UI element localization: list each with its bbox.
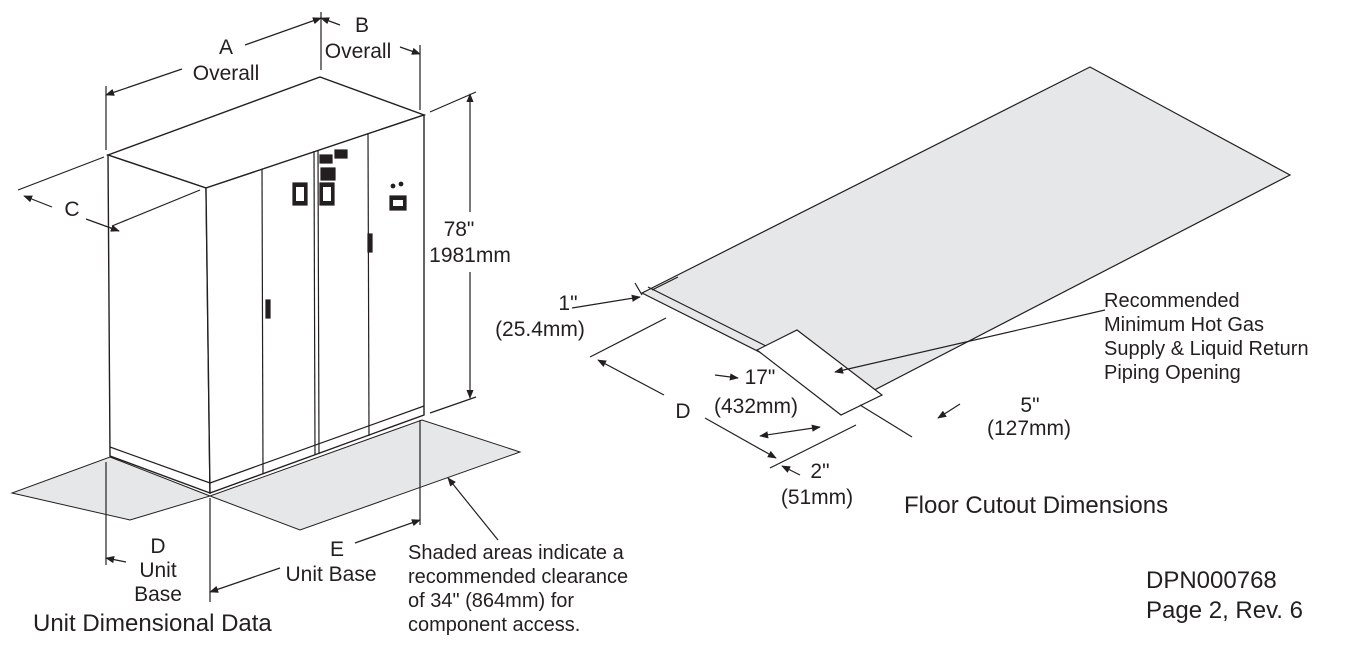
cabinet-details — [109, 132, 425, 484]
piping-note-line-1: Recommended — [1104, 290, 1240, 312]
dim-c-ext-1 — [17, 156, 105, 191]
unit-cabinet — [105, 76, 427, 495]
document-page-rev: Page 2, Rev. 6 — [1146, 597, 1303, 624]
dim-5-leader — [937, 403, 961, 419]
dim-h-ext-bottom — [429, 396, 477, 414]
dim-h-ext-top — [429, 91, 477, 113]
dim-1-ext-2 — [651, 276, 679, 291]
dim-c-ext-2 — [111, 189, 201, 227]
dim-a-line-1 — [105, 68, 183, 96]
dim-1-leader — [571, 294, 641, 309]
base-edge-side — [109, 446, 211, 484]
dim-2-leader — [781, 465, 801, 476]
dim-17-line — [759, 424, 821, 439]
height-inches-label: 78" — [443, 218, 475, 241]
dim-2-inch-label: 2" — [810, 460, 830, 483]
unit-caption: Unit Dimensional Data — [33, 610, 272, 637]
clearance-note: Shaded areas indicate a recommended clea… — [408, 541, 628, 637]
clearance-note-line-3: of 34" (864mm) for — [408, 590, 575, 612]
dim-5-inch-label: 5" — [1020, 394, 1040, 417]
height-mm-label: 1981mm — [429, 244, 511, 267]
floor-dimension-lines — [571, 276, 1106, 476]
clearance-note-line-4: component access. — [408, 614, 581, 636]
dim-e-line-2 — [354, 519, 421, 544]
dim-d-floor-line-1 — [597, 359, 665, 396]
piping-note-line-2: Minimum Hot Gas — [1104, 314, 1265, 336]
dim-d-sublabel-2: Base — [134, 583, 182, 606]
indicator-light-1 — [390, 183, 396, 189]
control-panel-1 — [320, 167, 336, 181]
cabinet-side — [107, 154, 211, 495]
dim-17-mm-label: (432mm) — [713, 395, 798, 418]
piping-note: Recommended Minimum Hot Gas Supply & Liq… — [1104, 289, 1309, 385]
piping-note-line-3: Supply & Liquid Return — [1104, 338, 1309, 360]
dim-17-leader-1 — [714, 373, 739, 381]
dim-2-mm-label: (51mm) — [780, 486, 854, 509]
control-panel-top-1 — [319, 154, 333, 164]
dim-d-floor-ext-2 — [769, 424, 857, 469]
clearance-area-front-left — [10, 456, 212, 521]
dim-c-line-2 — [85, 218, 120, 232]
dim-1-ext-1 — [634, 282, 643, 296]
floor-caption: Floor Cutout Dimensions — [904, 492, 1169, 519]
dim-b-line-1 — [320, 17, 341, 26]
control-panel-top-2 — [334, 149, 348, 159]
dim-d-floor-ext — [589, 317, 667, 358]
dim-b-line-2 — [399, 46, 421, 55]
dim-1-inch-label: 1" — [558, 292, 578, 315]
piping-note-line-4: Piping Opening — [1104, 362, 1241, 384]
door-handle-2 — [367, 233, 373, 253]
dim-c-line-1 — [23, 195, 53, 208]
door-seam-1 — [261, 168, 264, 475]
floor-cutout — [640, 66, 1292, 416]
dim-17-inch-label: 17" — [744, 366, 776, 389]
dim-b-sublabel: Overall — [324, 40, 392, 63]
dim-e-label: E — [329, 538, 344, 561]
indicator-light-2 — [398, 181, 404, 187]
piping-opening — [755, 329, 884, 416]
dim-a-line-2 — [244, 17, 322, 46]
dim-d-sublabel-1: Unit — [139, 559, 177, 582]
dim-d-floor-label: D — [675, 400, 691, 423]
dim-c-label: C — [64, 198, 80, 221]
door-handle-1 — [265, 299, 271, 319]
piping-note-leader — [834, 309, 1106, 374]
document-number: DPN000768 — [1146, 567, 1277, 594]
clearance-note-line-2: recommended clearance — [408, 566, 629, 588]
door-seam-4 — [367, 132, 370, 437]
dim-a-sublabel: Overall — [192, 62, 260, 85]
door-seam-2 — [313, 150, 316, 456]
base-edge-front — [209, 405, 425, 484]
dim-d-label: D — [150, 535, 166, 558]
dim-d-line — [105, 556, 127, 564]
dim-e-sublabel: Unit Base — [285, 563, 377, 586]
clearance-note-line-1: Shaded areas indicate a — [408, 542, 624, 564]
dim-1-mm-label: (25.4mm) — [495, 318, 585, 341]
unit-dimension-lines — [17, 12, 499, 602]
dim-5-mm-label: (127mm) — [986, 417, 1071, 440]
dim-a-label: A — [218, 36, 233, 59]
dim-e-line-1 — [209, 567, 281, 593]
clearance-area-front-right — [208, 419, 522, 531]
door-seam-3 — [317, 149, 320, 455]
dim-5-ext — [859, 404, 913, 438]
dim-d-floor-line-2 — [704, 417, 777, 459]
unit-clearance-shading — [10, 419, 522, 531]
dim-b-label: B — [354, 14, 369, 37]
clearance-leader — [447, 477, 499, 541]
